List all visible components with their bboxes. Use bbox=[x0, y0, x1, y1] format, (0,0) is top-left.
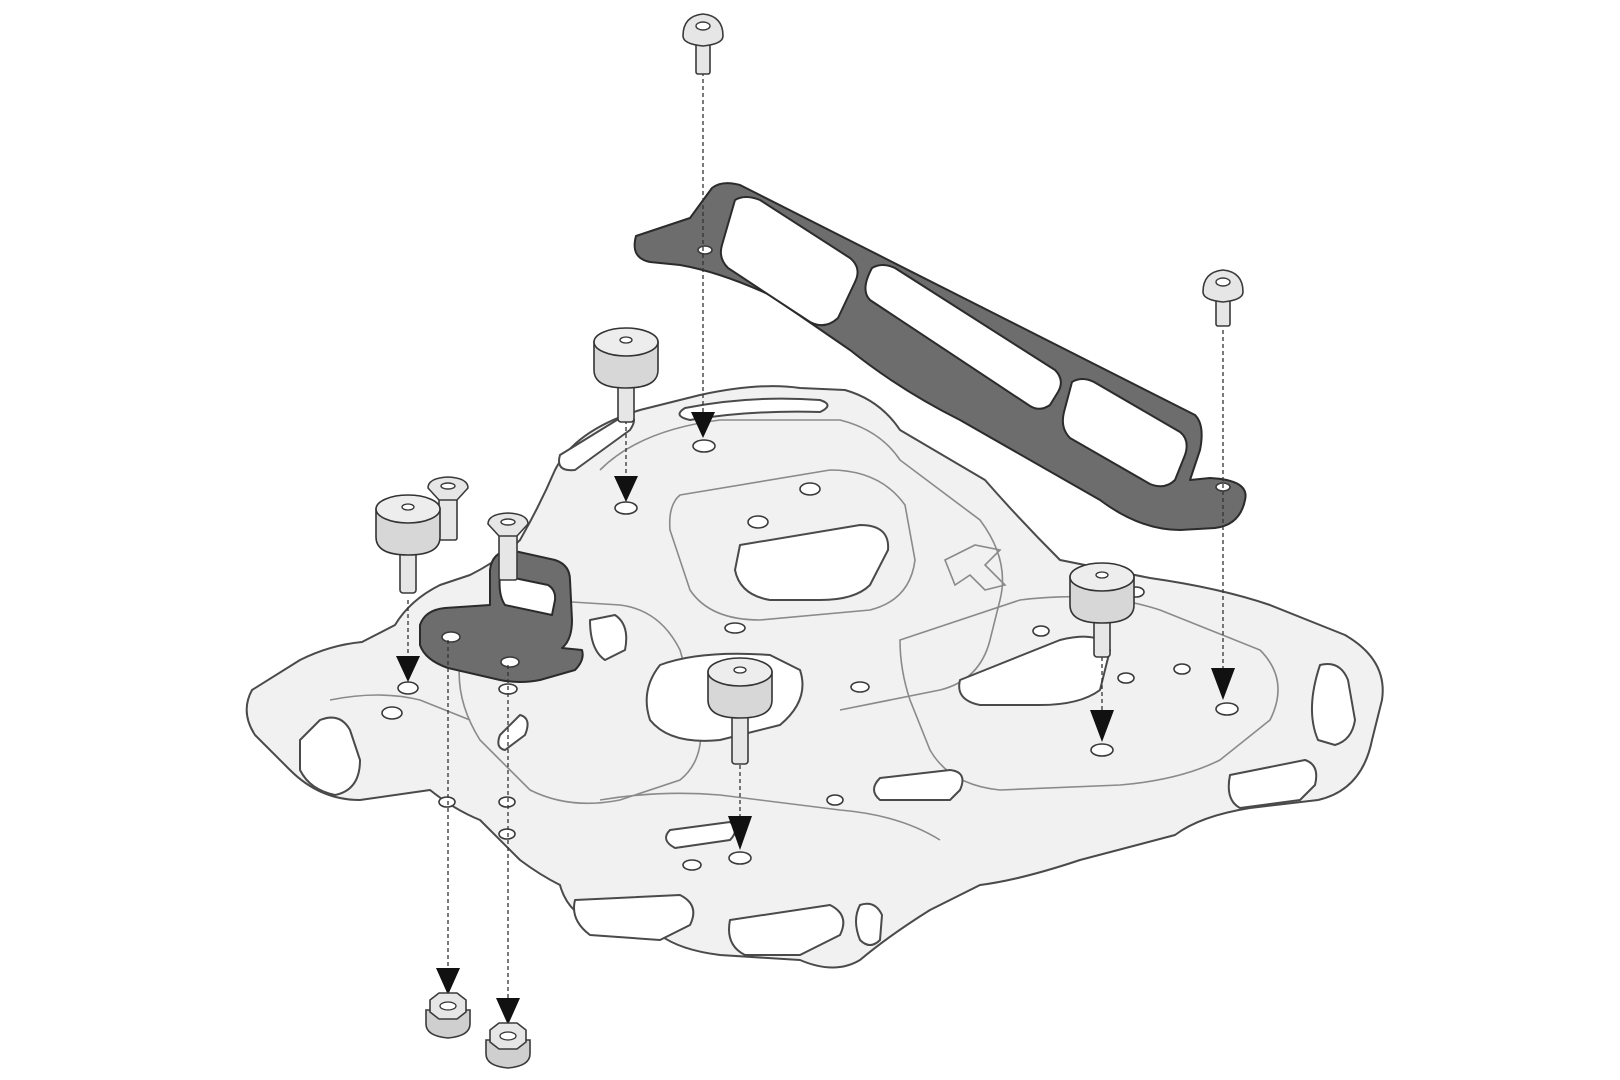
flange-nut bbox=[485, 1022, 531, 1069]
mount-hole bbox=[1090, 743, 1114, 757]
arrow-down-icon bbox=[1211, 668, 1235, 700]
arrow-down-icon bbox=[496, 998, 520, 1025]
bracket-hole bbox=[500, 656, 520, 668]
handle-bottom bbox=[728, 904, 845, 956]
arrow-down-icon bbox=[396, 656, 420, 682]
countersunk-bolt bbox=[427, 476, 469, 541]
button-head-bolt bbox=[1202, 269, 1244, 327]
adapter-plate bbox=[245, 385, 1384, 969]
mount-hole bbox=[1032, 625, 1050, 637]
mount-hole bbox=[747, 515, 769, 529]
mount-hole bbox=[381, 706, 403, 720]
mount-hole bbox=[1215, 702, 1239, 716]
flange-nut bbox=[425, 992, 471, 1039]
arrow-down-icon bbox=[614, 476, 638, 502]
arrow-down-icon bbox=[1090, 710, 1114, 742]
mount-hole bbox=[724, 622, 746, 634]
rubber-spacer bbox=[375, 494, 441, 594]
mount-hole bbox=[397, 681, 419, 695]
mount-hole bbox=[1117, 672, 1135, 684]
mount-hole bbox=[728, 851, 752, 865]
mount-hole bbox=[614, 501, 638, 515]
mount-hole bbox=[826, 794, 844, 806]
arrow-down-icon bbox=[728, 816, 752, 850]
handle-right bbox=[1310, 663, 1356, 746]
handle-bottom-left bbox=[573, 894, 695, 941]
brand-logo-mark bbox=[943, 544, 1007, 591]
bracket-hole bbox=[697, 245, 713, 255]
button-head-bolt bbox=[682, 13, 724, 75]
mount-hole bbox=[1173, 663, 1191, 675]
rubber-spacer bbox=[1069, 562, 1135, 658]
bracket-hole bbox=[441, 631, 461, 643]
slot-small-left bbox=[497, 714, 529, 751]
slot-right-low bbox=[873, 769, 964, 801]
slot-left bbox=[589, 614, 628, 661]
rubber-spacer bbox=[707, 657, 773, 765]
slot-bottom-right bbox=[855, 902, 883, 946]
direction-arrows bbox=[396, 412, 1235, 1025]
bracket-window-middle bbox=[864, 264, 1062, 410]
countersunk-bolt bbox=[487, 512, 529, 581]
bracket-slot bbox=[498, 574, 557, 616]
mount-hole bbox=[682, 859, 702, 871]
rear-handle-bracket bbox=[633, 182, 1247, 531]
bracket-window-left bbox=[719, 196, 859, 327]
handle-left bbox=[299, 716, 361, 796]
mount-hole bbox=[438, 796, 456, 808]
mount-hole bbox=[799, 482, 821, 496]
handle-right-low bbox=[1227, 759, 1318, 809]
side-mount-bracket bbox=[419, 549, 584, 683]
bracket-window-right bbox=[1061, 378, 1188, 488]
mount-hole bbox=[498, 796, 516, 808]
rubber-spacer bbox=[593, 327, 659, 423]
slot-top bbox=[678, 397, 829, 421]
mount-hole bbox=[692, 439, 716, 453]
mount-hole bbox=[850, 681, 870, 693]
mount-hole bbox=[498, 828, 516, 840]
arrow-down-icon bbox=[691, 412, 715, 438]
guide-lines bbox=[407, 72, 1224, 998]
cutout-center-top bbox=[734, 524, 890, 601]
arrow-down-icon bbox=[436, 968, 460, 995]
cutout-right bbox=[958, 635, 1111, 706]
